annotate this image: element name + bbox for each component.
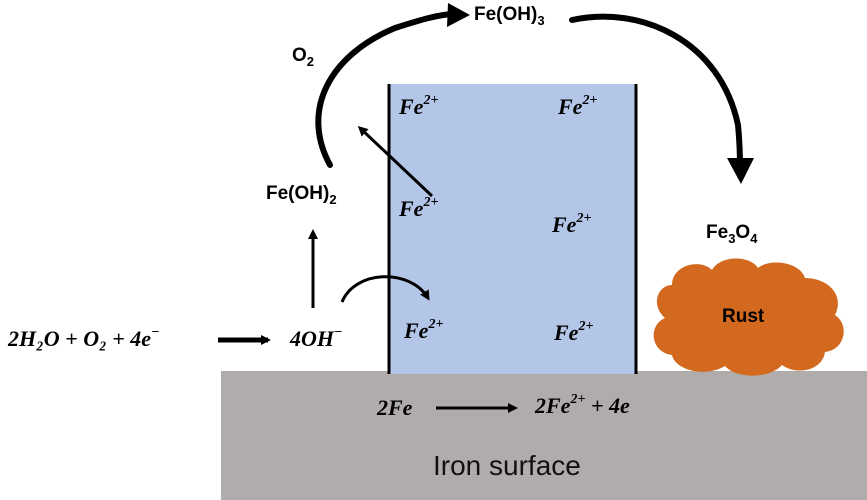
- o2-label: O2: [292, 45, 315, 69]
- ferrous-ion: Fe2+: [399, 194, 439, 221]
- oxidation-to-feoh3-arrowhead: [447, 3, 470, 27]
- ferrous-ion: Fe2+: [404, 316, 444, 343]
- fe3o4-label: Fe3O4: [706, 222, 758, 246]
- anodic-reactant: 2Fe: [377, 395, 413, 420]
- rust-blob: [653, 258, 844, 376]
- iron-surface-label: Iron surface: [433, 450, 581, 481]
- oxidation-to-feoh3-arrow: [315, 11, 458, 168]
- fe-oh-3-label: Fe(OH)3: [474, 4, 545, 28]
- ferrous-ion: Fe2+: [399, 92, 439, 119]
- hydroxide-into-solution-arrow: [340, 275, 430, 303]
- rust-label: Rust: [722, 306, 765, 327]
- fe-oh-2-label: Fe(OH)2: [266, 183, 337, 207]
- hydroxide-product: 4OH−: [290, 324, 343, 351]
- ferrous-ion: Fe2+: [558, 92, 598, 119]
- iron-surface: [221, 371, 867, 500]
- cathodic-reactants: 2H₂O + O₂ + 4e−: [8, 324, 160, 351]
- ferrous-ion: Fe2+: [554, 318, 594, 345]
- electrolyte-region: [389, 84, 636, 374]
- ferrous-ion-outward-arrow: [357, 125, 434, 198]
- conversion-to-fe3o4-arrow: [569, 13, 743, 171]
- anodic-products: 2Fe2+ + 4e: [535, 391, 630, 418]
- ferrous-ion: Fe2+: [552, 210, 592, 237]
- conversion-to-fe3o4-arrowhead: [727, 158, 754, 184]
